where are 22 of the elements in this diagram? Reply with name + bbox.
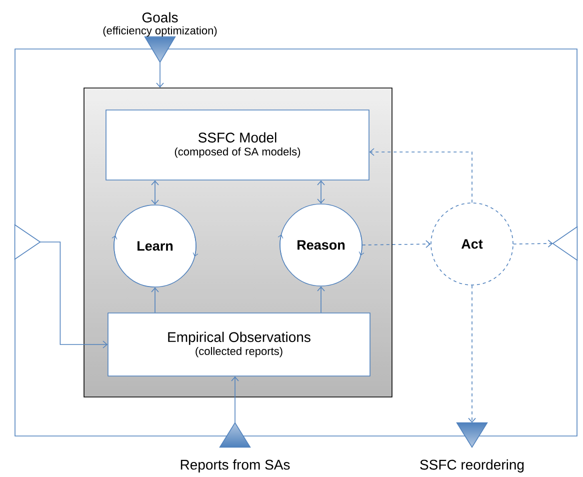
goal-triangle: SSFC reordering	[420, 422, 524, 472]
input-triangle	[552, 226, 578, 261]
arrow	[151, 180, 159, 205]
goal-triangle: Goals (efficiency optimization)	[103, 12, 217, 63]
goal-triangle: Reports from SAs	[180, 422, 290, 472]
node-label: Goals	[142, 12, 178, 22]
node-label: Reports from SAs	[180, 459, 290, 472]
arrow	[231, 376, 239, 424]
arrow	[468, 285, 476, 423]
node-label: SSFC reordering	[420, 459, 524, 472]
arrow	[156, 62, 164, 88]
process-box: SSFC Model (composed of SA models)	[106, 110, 370, 180]
arrow	[151, 287, 159, 313]
arrow	[317, 286, 325, 313]
arrow	[362, 240, 431, 248]
arrow	[317, 180, 325, 204]
process-box: Empirical Observations (collected reports)	[108, 312, 370, 376]
arrow	[513, 240, 553, 248]
input-triangle	[14, 224, 41, 260]
arrow	[40, 242, 108, 348]
arrow	[369, 148, 472, 203]
node-label: (efficiency optimization)	[103, 26, 217, 37]
